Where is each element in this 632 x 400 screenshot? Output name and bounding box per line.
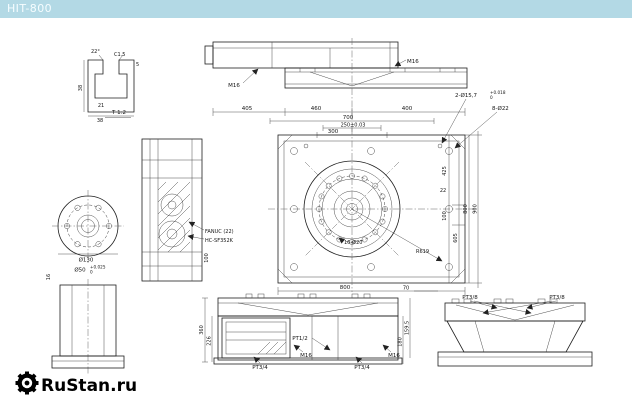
- dim-460: 460: [311, 106, 322, 112]
- dim-700: 700: [343, 115, 354, 121]
- column-front-view: 16: [46, 274, 125, 374]
- motor-side-view: FANUC (22) HC-SF352K 100: [141, 138, 234, 282]
- flange-front-view: Ø130 Ø50 +0.025 0: [52, 190, 124, 275]
- dim-250: 250±0.03: [341, 123, 366, 129]
- dim-22: 22: [440, 188, 446, 194]
- dim-800-bottom: 800: [340, 285, 351, 291]
- label-pt3-4-right: PT3/4: [354, 365, 370, 371]
- dim-21: 21: [98, 103, 104, 109]
- dim-angle-22: 22°: [91, 49, 100, 55]
- top-side-view: M16 M16: [204, 38, 468, 132]
- dim-diameter-130: Ø130: [79, 257, 94, 264]
- label-pt3-8-right: PT3/8: [549, 295, 565, 301]
- dim-38-bottom: 38: [97, 118, 103, 124]
- dim-180: 180: [398, 337, 404, 347]
- label-pt1-2: PT1/2: [292, 336, 308, 342]
- callout-radius-r619: R619: [416, 249, 429, 255]
- plan-bottom-dimensions: 800 70: [277, 285, 466, 295]
- hole-callouts: 2-Ø15,7 +0.018 0 8-Ø22: [441, 90, 509, 149]
- dim-100-plan: 100: [442, 211, 448, 221]
- logo-text: RuStan.ru: [41, 376, 137, 396]
- dim-100-motor: 100: [204, 253, 210, 263]
- dim-38-left: 38: [78, 85, 84, 91]
- dim-900: 900: [473, 204, 479, 214]
- dim-800-right: 800: [463, 204, 469, 214]
- label-pt3-8-left: PT3/8: [462, 295, 478, 301]
- detail-scale-note: T 1:2: [111, 110, 126, 116]
- technical-drawing: 22° C1.5 5 38 21 38 T 1:2: [0, 18, 632, 400]
- gear-icon: [15, 371, 39, 395]
- table-side-view: PT3/8 PT3/8: [437, 295, 593, 367]
- label-m16-topview-right: M16: [407, 59, 419, 65]
- plan-view: R619 16-Ø20: [268, 128, 475, 292]
- label-m16-front-right: M16: [388, 353, 400, 359]
- label-m16-front-left: M16: [300, 353, 312, 359]
- tslot-detail-view: 22° C1.5 5 38 21 38 T 1:2: [78, 49, 139, 124]
- plan-right-dimensions: 425 22 100 605 800 900: [440, 131, 482, 288]
- dim-400: 400: [402, 106, 413, 112]
- dim-405: 405: [242, 106, 253, 112]
- dim-159-5: 159.5: [405, 321, 411, 335]
- dim-425: 425: [442, 166, 448, 176]
- dim-226: 226: [207, 336, 213, 346]
- dim-605: 605: [453, 233, 459, 243]
- callout-8-holes: 8-Ø22: [492, 105, 509, 112]
- callout-2-pins: 2-Ø15,7: [455, 92, 478, 99]
- dim-50-tol-lo: 0: [90, 270, 93, 275]
- callout-16-holes: 16-Ø20: [344, 239, 362, 246]
- callout-pins-tol-lo: 0: [490, 95, 493, 100]
- label-pt3-4-left: PT3/4: [252, 365, 268, 371]
- rustan-logo[interactable]: RuStan.ru: [15, 371, 138, 397]
- callout-pins-tol-hi: +0.018: [490, 90, 506, 95]
- dim-300: 300: [328, 129, 339, 135]
- dim-5: 5: [136, 62, 139, 68]
- page-title: HIT-800: [0, 0, 632, 18]
- dim-360: 360: [199, 325, 205, 335]
- dim-16: 16: [46, 274, 52, 280]
- dim-chamfer: C1.5: [114, 52, 125, 58]
- dim-50-tol-hi: +0.025: [90, 265, 106, 270]
- table-front-view: 360 226 180 159.5 PT1/2: [199, 293, 411, 371]
- dim-70: 70: [403, 286, 409, 292]
- label-m16-topview-left: M16: [228, 83, 240, 89]
- dim-diameter-50: Ø50: [74, 267, 86, 274]
- label-motor-model: HC-SF352K: [205, 238, 234, 244]
- label-fanuc: FANUC (22): [205, 229, 234, 235]
